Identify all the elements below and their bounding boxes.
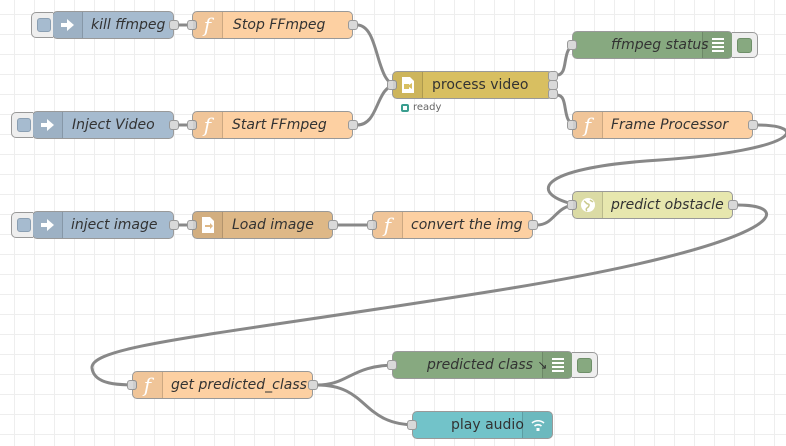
node-label: Frame Processor [611,117,729,133]
file-video-icon [393,72,423,98]
output-port[interactable] [169,20,179,30]
input-port[interactable] [387,80,397,90]
input-port[interactable] [187,120,197,130]
output-port[interactable] [308,380,318,390]
output-port[interactable] [328,220,338,230]
function-icon: f [573,112,603,138]
node-play-audio[interactable]: play audio [407,411,553,439]
output-port[interactable] [348,120,358,130]
wire [356,83,398,127]
wire [90,203,768,387]
function-icon: f [193,12,223,38]
wire [316,383,418,427]
node-label: kill ffmpeg [91,17,166,33]
node-label: Inject Video [72,117,155,133]
wire [316,363,398,387]
debug-toggle-button[interactable] [732,32,758,58]
output-port[interactable] [728,200,738,210]
globe-icon [573,192,603,218]
node-label: play audio [451,417,524,433]
list-icon [702,32,732,58]
input-port[interactable] [567,40,577,50]
input-port[interactable] [407,420,417,430]
node-label: Start FFmpeg [232,117,327,133]
node-label: process video [432,77,529,93]
input-port[interactable] [567,200,577,210]
wire [356,23,398,87]
status-ring-icon [401,103,409,112]
node-status: ready [401,102,441,113]
node-get-predicted-class[interactable]: f get predicted_class [127,371,318,399]
node-label: inject image [71,217,158,233]
filter-indicator-icon: ↘ [537,358,548,372]
node-label: predicted class ↘ [427,352,547,378]
node-label: ffmpeg status [611,37,709,53]
node-predicted-class[interactable]: predicted class ↘ [387,351,598,379]
function-icon: f [193,112,223,138]
function-icon: f [133,372,163,398]
node-start-ffmpeg[interactable]: f Start FFmpeg [187,111,358,139]
audio-icon [522,412,552,438]
input-port[interactable] [567,120,577,130]
node-inject-video[interactable]: Inject Video [11,111,179,139]
output-port-rc[interactable] [548,89,558,99]
output-port[interactable] [748,120,758,130]
inject-button[interactable] [31,12,53,38]
inject-button[interactable] [11,112,33,138]
output-port[interactable] [169,220,179,230]
node-stop-ffmpeg[interactable]: f Stop FFmpeg [187,11,358,39]
node-process-video[interactable]: process video [387,71,558,99]
file-out-icon [193,212,223,238]
output-port[interactable] [528,220,538,230]
node-inject-image[interactable]: inject image [11,211,179,239]
arrow-in-icon [53,12,83,38]
node-frame-processor[interactable]: f Frame Processor [567,111,758,139]
input-port[interactable] [387,360,397,370]
node-label: Stop FFmpeg [233,17,326,33]
node-predict-obstacle[interactable]: predict obstacle [567,191,738,219]
node-label: convert the img [411,217,523,233]
node-convert-img[interactable]: f convert the img [367,211,538,239]
debug-toggle-button[interactable] [572,352,598,378]
node-label-text: predicted class [427,357,533,373]
node-load-image[interactable]: Load image [187,211,338,239]
arrow-in-icon [33,212,63,238]
list-icon [542,352,572,378]
input-port[interactable] [187,220,197,230]
arrow-in-icon [33,112,63,138]
input-port[interactable] [127,380,137,390]
input-port[interactable] [187,20,197,30]
output-port[interactable] [169,120,179,130]
input-port[interactable] [367,220,377,230]
node-label: get predicted_class [171,377,307,393]
function-icon: f [373,212,403,238]
node-label: Load image [232,217,314,233]
node-kill-ffmpeg[interactable]: kill ffmpeg [31,11,179,39]
output-port[interactable] [348,20,358,30]
inject-button[interactable] [11,212,33,238]
node-ffmpeg-status[interactable]: ffmpeg status [567,31,758,59]
status-text: ready [413,102,442,113]
node-label: predict obstacle [611,197,724,213]
